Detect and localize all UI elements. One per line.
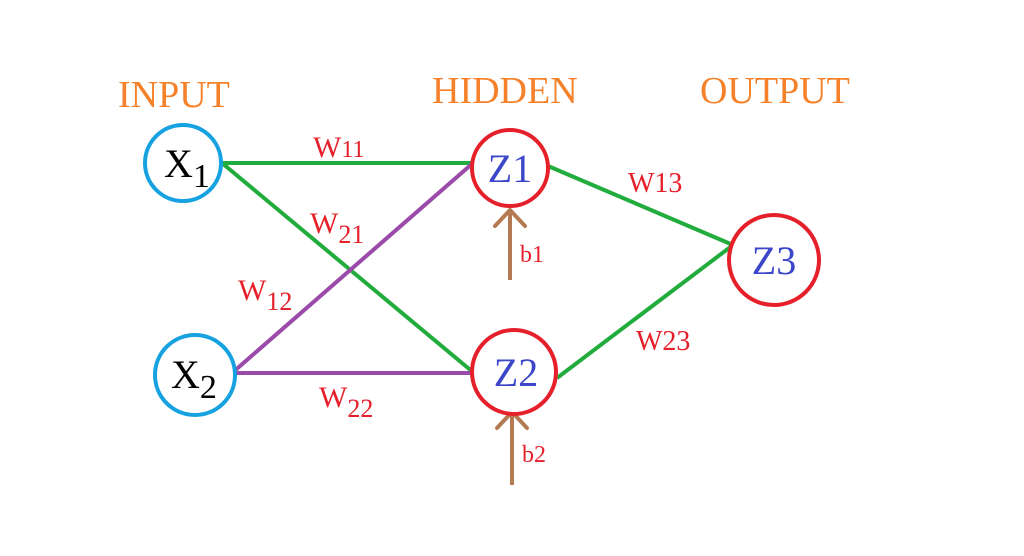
node-x1-main: X <box>164 141 193 186</box>
weight-w11-sub: 11 <box>341 137 364 163</box>
weight-w21-main: W <box>310 207 339 240</box>
weight-label-w23: W23 <box>636 326 690 357</box>
weight-w21-sub: 21 <box>338 220 364 249</box>
node-x1-sub: 1 <box>193 158 210 195</box>
bias-label-b1: b1 <box>520 242 544 268</box>
node-z1-label: Z1 <box>488 146 532 191</box>
weight-w22-sub: 22 <box>347 394 373 423</box>
node-z2: Z2 <box>470 328 558 416</box>
node-x1: X1 <box>143 123 223 203</box>
weight-label-w21: W21 <box>310 207 364 249</box>
node-x2: X2 <box>153 333 237 417</box>
weight-label-w22: W22 <box>319 381 373 423</box>
layer-title-output: OUTPUT <box>700 70 850 112</box>
weight-label-w12: W12 <box>238 274 292 316</box>
weight-w22-main: W <box>319 381 348 414</box>
node-z3-label: Z3 <box>752 238 796 283</box>
node-z3: Z3 <box>727 213 821 307</box>
node-z2-label: Z2 <box>494 350 538 395</box>
edge-x2-z1 <box>230 161 475 375</box>
node-x2-main: X <box>171 352 200 397</box>
node-z1: Z1 <box>470 128 550 208</box>
weight-w12-sub: 12 <box>266 287 292 316</box>
weight-w11-main: W <box>313 131 342 164</box>
edges <box>220 161 735 380</box>
edge-x1-z2 <box>220 161 476 375</box>
weight-label-w11: W11 <box>313 131 364 164</box>
svg-text:X1: X1 <box>164 141 210 195</box>
weight-label-w13: W13 <box>628 168 682 199</box>
bias-arrow-b1 <box>493 208 527 280</box>
node-x2-sub: 2 <box>200 369 217 406</box>
layer-title-hidden: HIDDEN <box>432 70 578 112</box>
svg-text:X2: X2 <box>171 352 217 406</box>
bias-label-b2: b2 <box>522 442 546 468</box>
edge-z2-z3 <box>555 243 735 380</box>
edge-z1-z3 <box>547 164 734 247</box>
layer-title-input: INPUT <box>118 74 230 116</box>
weight-w12-main: W <box>238 274 267 307</box>
